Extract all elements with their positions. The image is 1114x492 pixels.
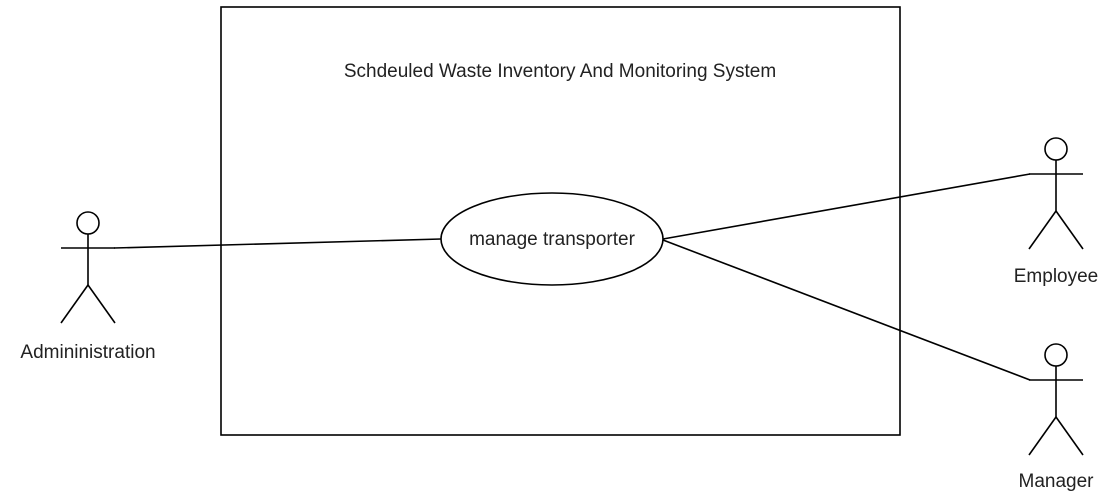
actor-right-leg bbox=[1055, 210, 1084, 250]
actor-head bbox=[1044, 137, 1068, 161]
actor-label: Employee bbox=[1014, 266, 1099, 287]
actor-left-leg bbox=[1028, 210, 1057, 250]
use-case-manage-transporter[interactable]: manage transporter bbox=[440, 192, 664, 286]
actor-administration[interactable]: Admininistration bbox=[20, 211, 156, 363]
associations bbox=[113, 173, 1031, 381]
system-boundary: Schdeuled Waste Inventory And Monitoring… bbox=[220, 6, 901, 436]
actor-right-leg bbox=[1055, 416, 1084, 456]
actor-label: Manager bbox=[1019, 471, 1095, 492]
use-case-ellipse bbox=[440, 192, 664, 286]
actor-head bbox=[76, 211, 100, 235]
system-boundary-box bbox=[220, 6, 901, 436]
actor-label: Admininistration bbox=[20, 342, 155, 363]
system-title: Schdeuled Waste Inventory And Monitoring… bbox=[344, 61, 776, 82]
actor-head bbox=[1044, 343, 1068, 367]
actor-left-leg bbox=[60, 284, 89, 324]
actor-employee[interactable]: Employee bbox=[1014, 137, 1099, 287]
association-administration-manage-transporter bbox=[113, 238, 442, 249]
association-employee-manage-transporter bbox=[662, 173, 1031, 240]
actor-left-leg bbox=[1028, 416, 1057, 456]
use-case-label: manage transporter bbox=[469, 229, 635, 250]
actor-manager[interactable]: Manager bbox=[1019, 343, 1095, 492]
association-manager-manage-transporter bbox=[662, 239, 1031, 381]
actor-right-leg bbox=[87, 284, 116, 324]
